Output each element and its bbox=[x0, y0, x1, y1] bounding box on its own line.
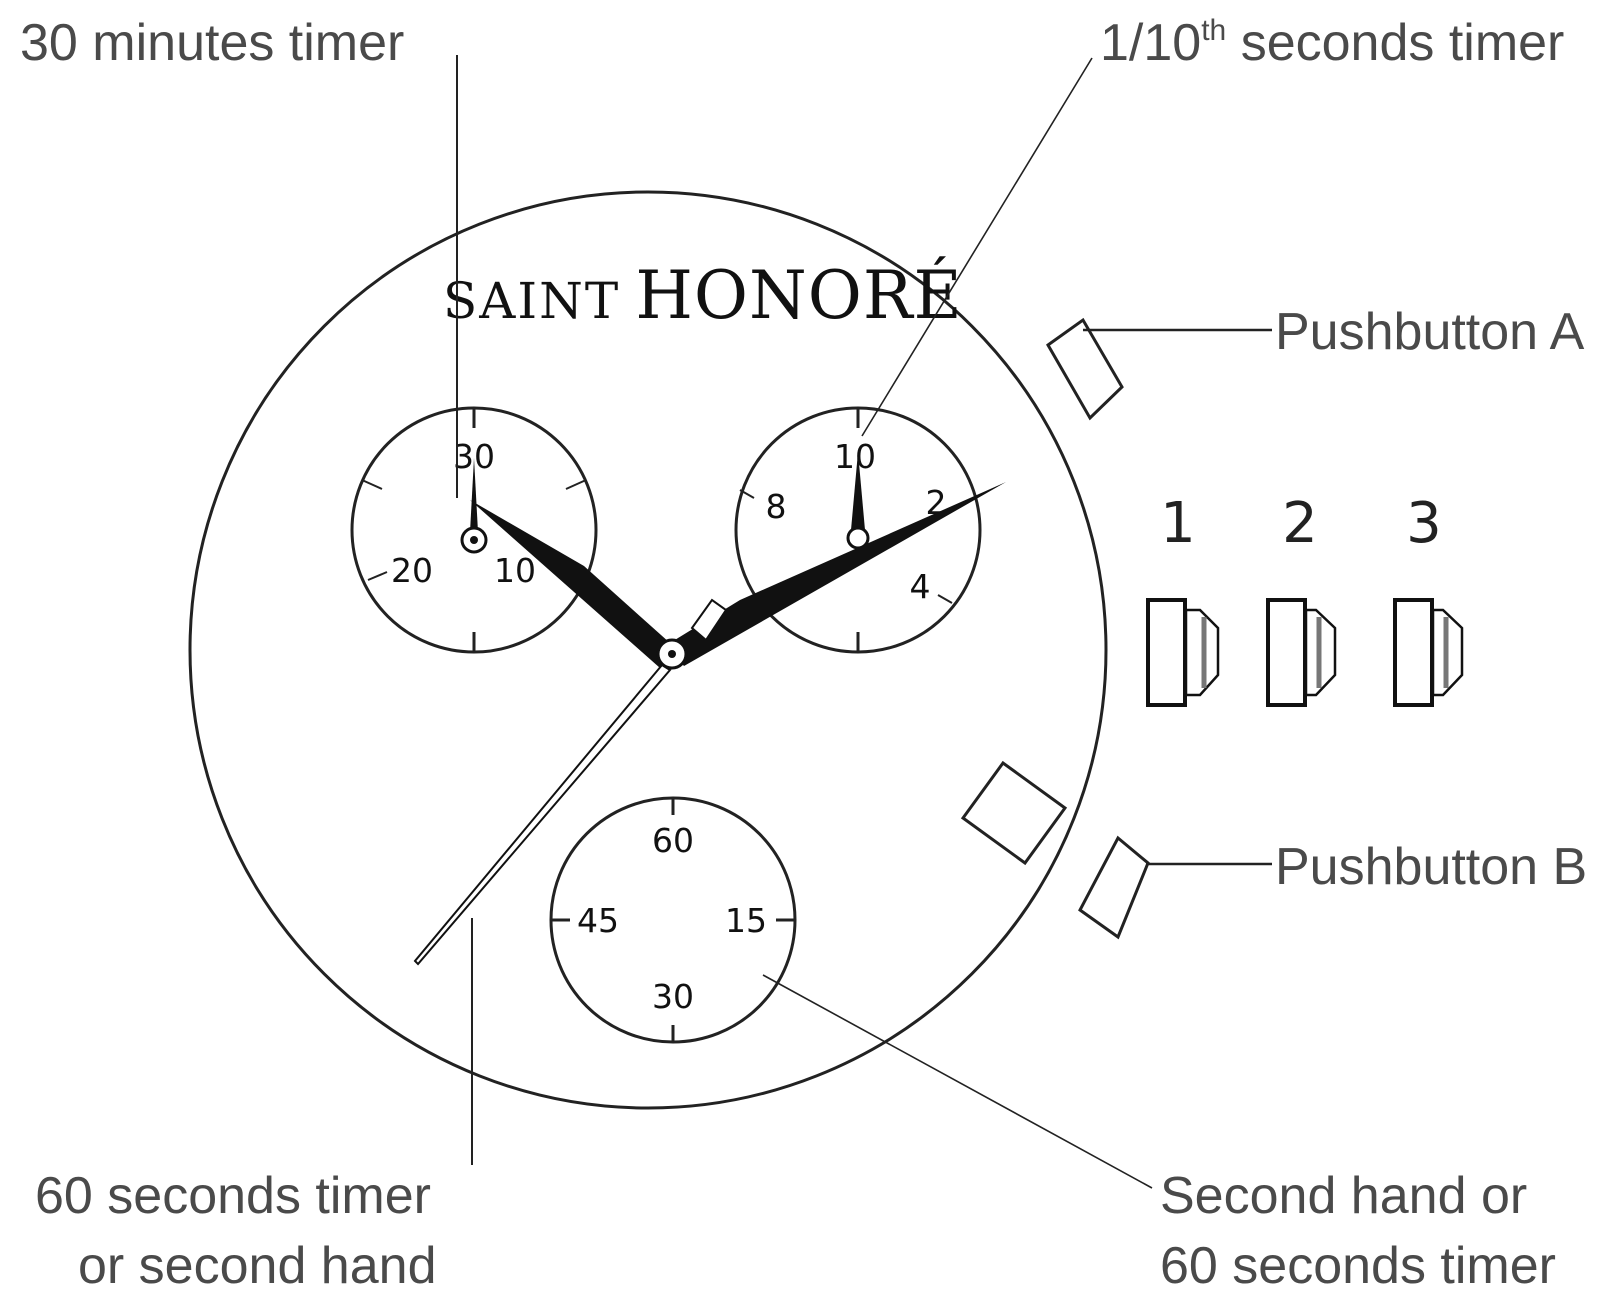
pushbutton-b bbox=[1078, 835, 1150, 940]
label-second-line2: 60 seconds timer bbox=[1160, 1237, 1556, 1295]
pushbutton-a bbox=[1046, 317, 1124, 421]
label-pushbutton-b: Pushbutton B bbox=[1275, 838, 1587, 896]
crown-position-1: 1 bbox=[1146, 491, 1220, 707]
subdial-seconds: 60 45 15 30 bbox=[549, 796, 797, 1044]
label-sixty-line2: or second hand bbox=[78, 1237, 437, 1295]
chrono-second-hand bbox=[413, 663, 672, 966]
crown-position-2-label: 2 bbox=[1282, 491, 1318, 556]
subdial-minutes-10: 10 bbox=[494, 551, 536, 590]
subdial-seconds-15: 15 bbox=[725, 901, 767, 940]
date-window bbox=[960, 760, 1068, 866]
brand-logo: SAINT HONORÉ bbox=[443, 257, 963, 334]
minute-hand bbox=[665, 482, 1006, 666]
leader-tenths-timer bbox=[861, 57, 1093, 437]
subdial-minutes-hand bbox=[470, 458, 478, 532]
subdial-tenths-8: 8 bbox=[766, 487, 787, 526]
label-pushbutton-a: Pushbutton A bbox=[1275, 303, 1585, 361]
subdial-minutes: 30 20 10 bbox=[350, 406, 598, 654]
crown-position-3-label: 3 bbox=[1406, 491, 1442, 556]
subdial-seconds-30: 30 bbox=[652, 977, 694, 1016]
label-tenths-timer: 1/10th seconds timer bbox=[1100, 14, 1564, 72]
subdial-tenths-4: 4 bbox=[910, 567, 931, 606]
leader-second-hand bbox=[762, 974, 1153, 1189]
main-hands bbox=[413, 482, 1006, 966]
label-minutes-timer: 30 minutes timer bbox=[20, 14, 404, 72]
crown-position-1-label: 1 bbox=[1160, 491, 1196, 556]
brand-big: HONORÉ bbox=[635, 257, 962, 334]
label-tenths-prefix: 1/10 bbox=[1100, 14, 1201, 72]
crown-position-3: 3 bbox=[1393, 491, 1464, 707]
subdial-seconds-45: 45 bbox=[577, 901, 619, 940]
label-sixty-line1: 60 seconds timer bbox=[35, 1167, 431, 1225]
label-tenths-suffix: seconds timer bbox=[1226, 14, 1564, 72]
crown-position-2: 2 bbox=[1266, 491, 1337, 707]
hour-hand bbox=[470, 500, 680, 668]
label-second-line1: Second hand or bbox=[1160, 1167, 1527, 1225]
label-tenths-sup: th bbox=[1201, 14, 1226, 47]
subdial-tenths-hand bbox=[851, 452, 865, 530]
brand-small: SAINT bbox=[443, 272, 620, 330]
watch-case bbox=[188, 190, 1108, 1110]
subdial-minutes-20: 20 bbox=[391, 551, 433, 590]
subdial-seconds-60: 60 bbox=[652, 821, 694, 860]
subdial-tenths: 10 8 2 4 bbox=[734, 406, 982, 654]
subdial-tenths-10: 10 bbox=[834, 437, 876, 476]
